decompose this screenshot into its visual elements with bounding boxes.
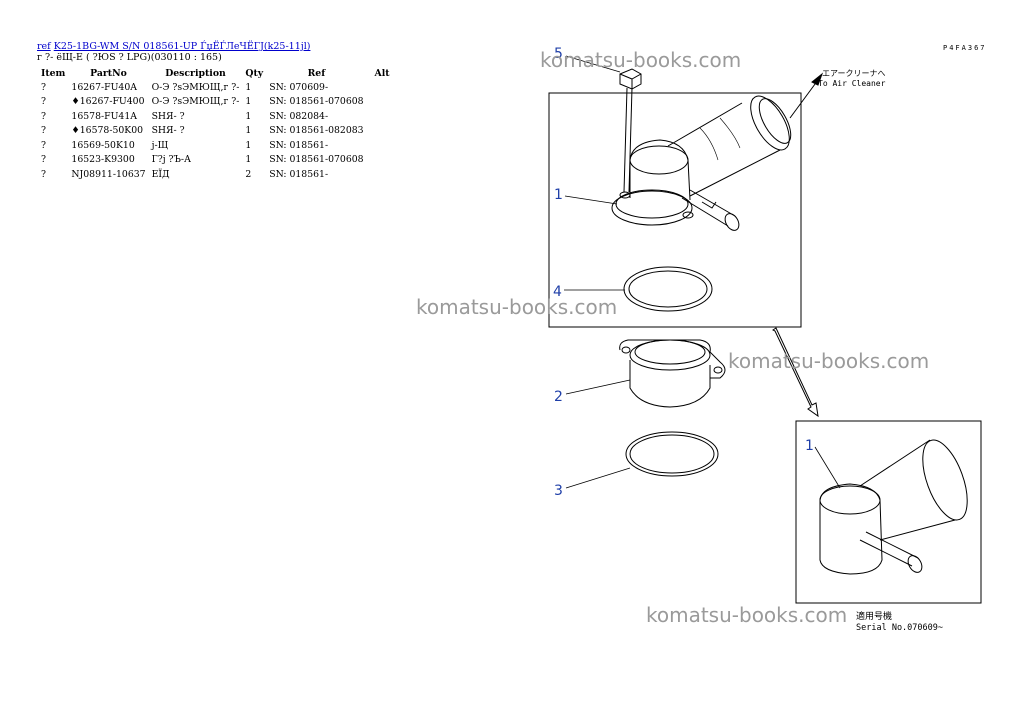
cell-qty: 1 [245, 96, 252, 108]
table-row: ? ♦16267-FU400 О-Э ?sЭМЮЩ,г ?- 1 SN: 018… [36, 95, 393, 110]
column-header-partno: PartNo [90, 67, 127, 79]
flange-part-2 [619, 339, 726, 408]
cell-item: ? [41, 154, 46, 166]
gasket-part-3 [625, 431, 719, 477]
air-cleaner-arrow [789, 72, 824, 119]
cell-partno: 16267-FU40A [71, 81, 137, 93]
cell-description: SНЯ- ? [151, 110, 185, 122]
cell-description: SНЯ- ? [151, 125, 185, 137]
cell-qty: 2 [245, 168, 252, 180]
cell-qty: 1 [245, 125, 252, 137]
column-header-item: Item [41, 67, 66, 79]
diagram-code: P4FA367 [943, 44, 987, 52]
callout-4: 4 [553, 284, 562, 300]
cell-description: ЕЇД [151, 168, 170, 180]
detail-frame-inset [795, 420, 982, 604]
parts-table: Item PartNo Description Qty Ref Alt ? 16… [36, 66, 393, 182]
callout-1: 1 [554, 187, 563, 203]
cell-partno: 16523-K9300 [71, 154, 135, 166]
cell-qty: 1 [245, 139, 252, 151]
table-header-row: Item PartNo Description Qty Ref Alt [36, 66, 393, 80]
table-row: ? ♦16578-50K00 SНЯ- ? 1 SN: 018561-08208… [36, 124, 393, 139]
cell-qty: 1 [245, 154, 252, 166]
cell-ref: SN: 018561-070608 [269, 96, 364, 108]
cell-ref: SN: 018561-070608 [269, 154, 364, 166]
cell-partno: NJ08911-10637 [71, 168, 146, 180]
cell-partno: 16578-FU41A [71, 110, 137, 122]
serial-note-en: Serial No.070609~ [856, 623, 943, 633]
detail-frame-main [548, 92, 802, 328]
table-row: ? NJ08911-10637 ЕЇД 2 SN: 018561- [36, 167, 393, 182]
cell-partno: ♦16578-50K00 [71, 125, 144, 137]
cell-item: ? [41, 81, 46, 93]
cell-description: Г?j ?Ъ-А [151, 154, 192, 166]
breadcrumb: ref K25-1BG-WM S/N 018561-UP ЃџЁЃЛеЧЁГЈ(… [37, 40, 310, 53]
serial-note-jp: 適用号機 [856, 610, 892, 622]
cell-ref: SN: 018561- [269, 139, 329, 151]
callout-leaders [564, 55, 841, 489]
cell-item: ? [41, 139, 46, 151]
callout-5: 5 [554, 46, 563, 62]
cell-partno: ♦16267-FU400 [71, 96, 145, 108]
cell-item: ? [41, 110, 46, 122]
cell-description: О-Э ?sЭМЮЩ,г ?- [151, 96, 240, 108]
table-row: ? 16523-K9300 Г?j ?Ъ-А 1 SN: 018561-0706… [36, 153, 393, 168]
table-row: ? 16578-FU41A SНЯ- ? 1 SN: 082084- [36, 109, 393, 124]
cell-ref: SN: 018561- [269, 168, 329, 180]
page-subtitle: г ?- ёЩ-Е ( ?ЮS ? LPG)(030110 : 165) [37, 52, 222, 63]
watermark: komatsu-books.com [646, 603, 847, 627]
cell-item: ? [41, 125, 46, 137]
callout-2: 2 [554, 389, 563, 405]
column-header-description: Description [165, 67, 226, 79]
column-header-alt: Alt [374, 67, 390, 79]
inset-elbow-part-1 [819, 439, 968, 575]
column-header-qty: Qty [245, 67, 264, 79]
to-air-cleaner-en: To Air Cleaner [818, 79, 886, 88]
callout-1-inset: 1 [805, 438, 814, 454]
model-link[interactable]: K25-1BG-WM S/N 018561-UP ЃџЁЃЛеЧЁГЈ(k25-… [53, 41, 311, 52]
cell-item: ? [41, 168, 46, 180]
cell-description: О-Э ?sЭМЮЩ,г ?- [151, 81, 240, 93]
to-air-cleaner-jp: エアークリーナへ [822, 69, 886, 78]
elbow-housing-part-1 [611, 95, 792, 231]
watermark: komatsu-books.com [416, 295, 617, 319]
inset-pointer-arrow [772, 327, 819, 418]
callout-3: 3 [554, 483, 563, 499]
cell-item: ? [41, 96, 46, 108]
oring-part-4 [623, 266, 713, 312]
cell-qty: 1 [245, 81, 252, 93]
cell-ref: SN: 082084- [269, 110, 329, 122]
cell-ref: SN: 070609- [269, 81, 329, 93]
watermark: komatsu-books.com [728, 349, 929, 373]
table-row: ? 16267-FU40A О-Э ?sЭМЮЩ,г ?- 1 SN: 0706… [36, 80, 393, 95]
cell-ref: SN: 018561-082083 [269, 125, 364, 137]
column-header-ref: Ref [307, 67, 326, 79]
cell-qty: 1 [245, 110, 252, 122]
table-row: ? 16569-50K10 j-Щ 1 SN: 018561- [36, 138, 393, 153]
cell-description: j-Щ [151, 139, 169, 151]
watermark: komatsu-books.com [540, 48, 741, 72]
ref-link[interactable]: ref [37, 41, 51, 52]
cell-partno: 16569-50K10 [71, 139, 135, 151]
